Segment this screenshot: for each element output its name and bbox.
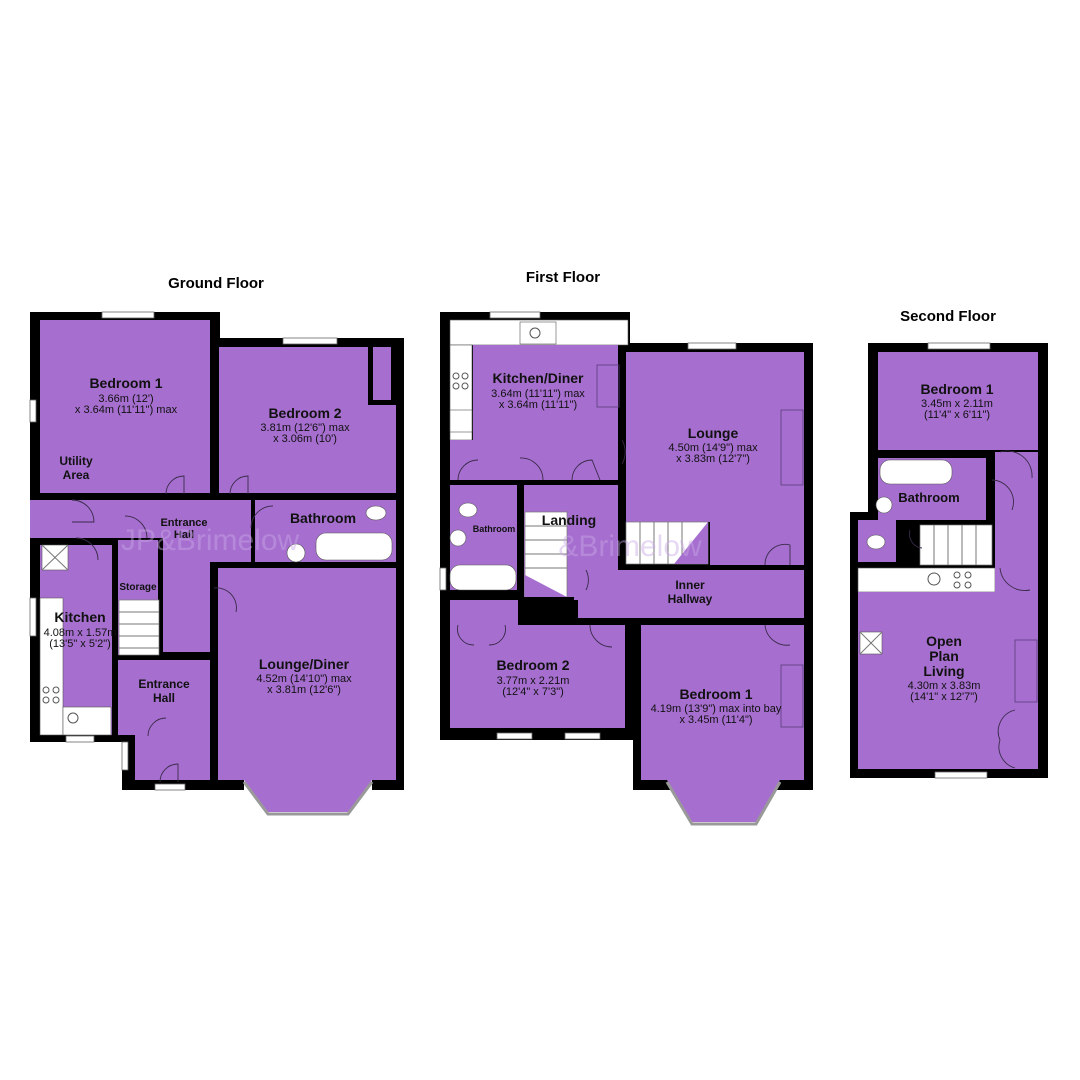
room-dimensions: (11'4" x 6'11") <box>924 409 990 421</box>
first-bedroom1 <box>641 625 804 780</box>
watermark-logo: &Brimelow <box>558 530 702 563</box>
room-dimensions: (12'4" x 7'3") <box>502 686 564 698</box>
first-lounge <box>626 352 804 522</box>
room-label: Bathroom <box>473 524 516 534</box>
first-toilet <box>458 502 478 518</box>
room-dimensions: 4.50m (14'9") max <box>668 442 758 454</box>
ground-kitchen-counter <box>39 597 64 736</box>
room-label: Inner <box>675 578 705 592</box>
room-label: Living <box>923 663 964 679</box>
first-floor-title: First Floor <box>526 269 600 286</box>
room-dimensions: x 3.06m (10') <box>273 433 337 445</box>
room-label: Area <box>63 468 90 482</box>
room-dimensions: 4.52m (14'10") max <box>256 673 352 685</box>
room-label: Bedroom 1 <box>920 381 993 397</box>
room-dimensions: x 3.81m (12'6") <box>267 684 341 696</box>
room-label: Bedroom 1 <box>679 686 752 702</box>
room-label: Utility <box>59 454 93 468</box>
room-dimensions: (14'1" x 12'7") <box>910 691 978 703</box>
ground-basin <box>286 543 306 563</box>
room-dimensions: x 3.83m (12'7") <box>676 453 750 465</box>
room-label: Storage <box>119 582 157 593</box>
ground-entrance-hall-2 <box>118 660 210 735</box>
ground-entrance-hall <box>163 500 210 652</box>
first-basin <box>449 529 467 547</box>
room-dimensions: 3.77m x 2.21m <box>497 675 570 687</box>
ground-lounge-diner <box>218 568 396 780</box>
ground-floor: Ground Floor <box>29 275 404 816</box>
second-floor: Second Floor Bedroom 1 3.45m x 2.11m <box>850 308 1048 779</box>
ground-utility-area <box>40 443 112 491</box>
room-dimensions: 4.08m x 1.57m <box>44 627 117 639</box>
room-label: Hall <box>153 691 175 705</box>
room-dimensions: 3.81m (12'6") max <box>260 422 350 434</box>
room-label: Lounge/Diner <box>259 656 350 672</box>
first-floor: First Floor <box>439 269 813 826</box>
room-label: Bedroom 1 <box>89 375 162 391</box>
watermark-logo: JP&Brimelow <box>121 524 300 557</box>
room-label: Bedroom 2 <box>268 405 341 421</box>
room-label: Entrance <box>138 677 190 691</box>
room-dimensions: x 3.64m (11'11") <box>499 399 577 411</box>
second-kitchen-counter <box>857 567 996 593</box>
first-bedroom2 <box>450 625 625 728</box>
room-label: Lounge <box>688 425 739 441</box>
room-label: Landing <box>542 512 596 528</box>
room-label: Bathroom <box>290 510 356 526</box>
room-label: Open <box>926 633 962 649</box>
second-bath-tub <box>879 459 953 485</box>
room-dimensions: 3.66m (12') <box>98 393 153 405</box>
room-dimensions: x 3.64m (11'11") max <box>75 404 178 416</box>
room-dimensions: 4.19m (13'9") max into bay <box>651 703 782 715</box>
ground-floor-title: Ground Floor <box>168 275 264 292</box>
room-dimensions: 4.30m x 3.83m <box>908 680 981 692</box>
first-kitchen-diner <box>473 345 618 440</box>
room-dimensions: x 3.45m (11'4") <box>679 714 752 726</box>
room-label: Bathroom <box>898 490 959 505</box>
room-dimensions: 3.45m x 2.11m <box>921 398 993 410</box>
second-floor-title: Second Floor <box>900 308 996 325</box>
second-open-plan-living <box>858 592 1038 769</box>
room-label: Entrance <box>160 517 207 529</box>
ground-bath-tub <box>315 532 393 561</box>
room-label: Kitchen/Diner <box>492 370 584 386</box>
room-dimensions: 3.64m (11'11") max <box>491 388 585 400</box>
ground-stairs <box>118 599 160 656</box>
room-label: Kitchen <box>54 609 105 625</box>
room-label: Hall <box>174 529 194 541</box>
ground-bedroom2 <box>219 347 396 493</box>
room-label: Hallway <box>668 592 713 606</box>
room-dimensions: (13'5" x 5'2") <box>49 638 111 650</box>
second-stairs <box>919 524 993 566</box>
ground-toilet <box>365 505 387 521</box>
second-toilet <box>866 534 886 550</box>
first-stairs-down <box>524 511 568 598</box>
first-inner-hallway <box>578 570 804 618</box>
second-bedroom1 <box>878 352 1038 450</box>
room-label: Plan <box>929 648 959 664</box>
second-basin <box>875 496 893 514</box>
first-bath-tub <box>449 564 517 591</box>
first-stairs-up <box>625 521 709 565</box>
room-label: Bedroom 2 <box>496 657 569 673</box>
